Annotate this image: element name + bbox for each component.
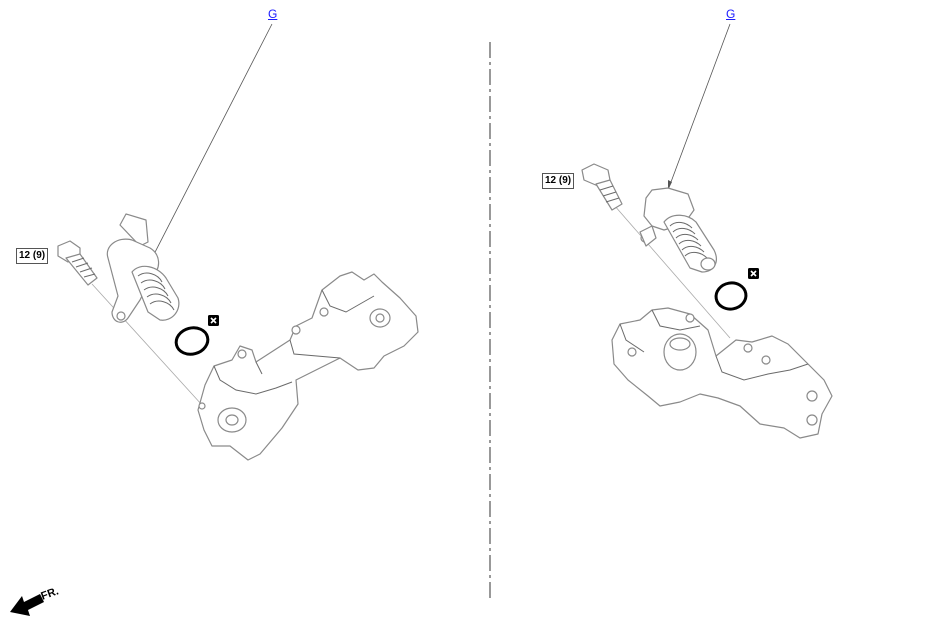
left-ref-leader bbox=[149, 23, 273, 263]
left-housing bbox=[197, 271, 419, 461]
front-arrow-icon bbox=[10, 594, 44, 616]
right-bolt-axis bbox=[613, 204, 731, 339]
right-solenoid-valve bbox=[639, 187, 717, 273]
right-ref-leader bbox=[667, 23, 731, 191]
left-bolt bbox=[57, 240, 98, 286]
right-ref-link[interactable]: G bbox=[726, 7, 736, 21]
replace-part-icon bbox=[208, 315, 219, 326]
left-bolt-axis bbox=[91, 283, 203, 406]
replace-part-icon bbox=[748, 268, 759, 279]
left-solenoid-valve bbox=[106, 213, 180, 323]
left-o-ring bbox=[174, 326, 210, 356]
right-o-ring bbox=[714, 281, 748, 311]
right-bolt bbox=[581, 163, 623, 211]
right-view-assembly bbox=[581, 23, 833, 439]
left-torque-spec: 12 (9) bbox=[16, 248, 49, 264]
right-housing bbox=[611, 307, 833, 439]
right-torque-spec: 12 (9) bbox=[542, 173, 575, 189]
left-ref-link[interactable]: G bbox=[268, 7, 278, 21]
left-view-assembly bbox=[57, 23, 419, 461]
right-ref-leader-arrow bbox=[668, 180, 672, 190]
